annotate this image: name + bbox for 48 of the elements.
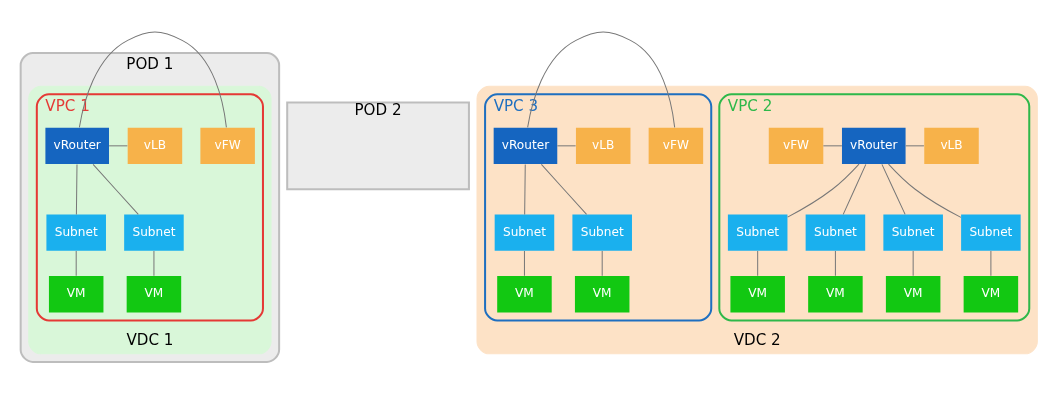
node-box: Subnet (727, 214, 788, 251)
connector (842, 163, 867, 215)
connector (905, 144, 925, 146)
node-box: VM (574, 275, 630, 312)
node-box: Subnet (883, 214, 943, 251)
node-box: Subnet (572, 214, 632, 251)
node-box: Subnet (494, 214, 555, 251)
node-box: VM (808, 275, 863, 312)
connector (601, 249, 603, 276)
node-box: vRouter (842, 127, 906, 164)
connector (556, 144, 577, 146)
node-box: vLB (924, 127, 979, 164)
node-box: vLB (575, 127, 631, 164)
connector (524, 163, 526, 215)
node-box: Subnet (46, 214, 106, 251)
node-box: vRouter (45, 127, 109, 164)
connector (881, 163, 906, 215)
node-box: Subnet (805, 214, 866, 251)
node-box: VM (48, 275, 104, 312)
connector (527, 31, 676, 128)
connector (990, 249, 992, 276)
connector (78, 31, 227, 128)
connector (757, 249, 759, 276)
connector (92, 163, 139, 215)
connector (834, 249, 836, 276)
connector (822, 144, 843, 146)
node-box: VM (497, 275, 552, 312)
node-box: vFW (648, 127, 704, 164)
node-box: vFW (200, 127, 255, 164)
connector (75, 163, 78, 215)
node-box: VM (885, 275, 941, 312)
connector (523, 249, 525, 276)
node-box: Subnet (961, 214, 1021, 251)
node-box: VM (963, 275, 1019, 312)
node-box: VM (730, 275, 785, 312)
node-box: vFW (768, 127, 824, 164)
connector (108, 144, 128, 146)
connector (540, 163, 588, 215)
node-box: POD 2 (286, 100, 470, 190)
node-box: vLB (127, 127, 183, 164)
connector (888, 163, 962, 218)
connector (75, 249, 77, 276)
node-box: Subnet (124, 214, 184, 251)
node-box: vRouter (493, 127, 558, 164)
connector (912, 249, 914, 276)
node-box: VM (126, 275, 182, 312)
connector (153, 249, 155, 276)
connector (787, 163, 860, 218)
